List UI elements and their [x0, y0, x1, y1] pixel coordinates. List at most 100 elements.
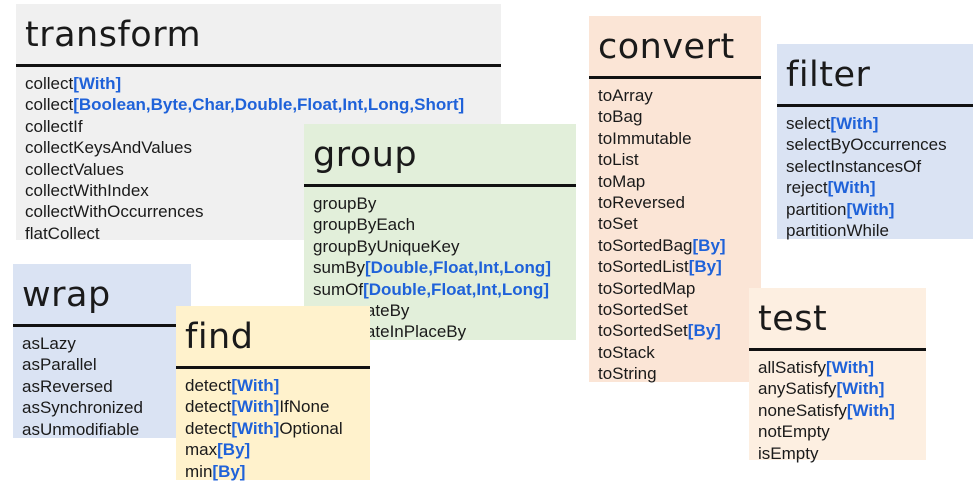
method-name: toSortedSet [598, 321, 688, 341]
method-item: toImmutable [598, 128, 761, 149]
method-name: detect [185, 376, 232, 395]
method-item: toSet [598, 213, 761, 234]
method-name: toSortedSet [598, 300, 688, 320]
method-item: detect[With]IfNone [185, 396, 370, 417]
method-item: collectWithOccurrences [25, 201, 501, 222]
method-item: selectByOccurrences [786, 134, 973, 155]
method-item: asSynchronized [22, 397, 191, 418]
method-item: toSortedSet[By] [598, 320, 761, 341]
method-name: notEmpty [758, 422, 830, 442]
method-name: detect [185, 418, 232, 438]
method-item: partitionWhile [786, 220, 973, 241]
method-name: flatCollect [25, 223, 100, 243]
method-name: toList [598, 150, 639, 170]
method-name: toImmutable [598, 128, 692, 148]
method-variant: [With] [846, 400, 895, 420]
method-name: toStack [598, 342, 655, 362]
method-name: partition [786, 199, 847, 219]
method-name: min [185, 461, 213, 481]
method-name: reject [786, 178, 828, 198]
method-name: toBag [598, 107, 643, 127]
method-item: toSortedBag[By] [598, 235, 761, 256]
method-name: groupBy [313, 194, 377, 213]
group-title: group [304, 124, 576, 187]
test-title: test [749, 288, 926, 351]
method-item: toSortedMap [598, 278, 761, 299]
method-item: toReversed [598, 192, 761, 213]
transform-list: collect [With]collect[Boolean,Byte,Char,D… [16, 67, 501, 244]
method-name: asLazy [22, 334, 76, 353]
method-item: sumOf[Double,Float,Int,Long] [313, 279, 576, 300]
method-item: asUnmodifiable [22, 419, 191, 440]
method-variant: [Double,Float,Int,Long] [363, 279, 550, 299]
method-item: notEmpty [758, 421, 926, 442]
find-title: find [176, 306, 370, 369]
method-item: collectIf [25, 116, 501, 137]
method-variant: [With] [231, 397, 280, 417]
method-name: collect [25, 95, 74, 115]
method-item: toSortedSet [598, 299, 761, 320]
method-variant: [With] [73, 74, 122, 93]
method-item: toStack [598, 342, 761, 363]
method-item: select[With] [786, 113, 973, 134]
method-item: detect[With]Optional [185, 418, 370, 439]
method-variant: [With] [826, 358, 875, 377]
method-item: reject[With] [786, 177, 973, 198]
wrap-title: wrap [13, 264, 191, 327]
method-item: partition[With] [786, 199, 973, 220]
method-name: selectByOccurrences [786, 135, 947, 155]
method-name: toSortedMap [598, 278, 696, 298]
method-name: collectIf [25, 116, 83, 136]
method-variant: [By] [217, 440, 251, 460]
test-card: test allSatisfy[With]anySatisfy[With]non… [749, 288, 926, 463]
method-name: sumOf [313, 279, 364, 299]
method-item: collectValues [25, 159, 501, 180]
method-name: collectKeysAndValues [25, 138, 192, 158]
method-item: groupByUniqueKey [313, 236, 576, 257]
method-name: toSortedBag [598, 235, 693, 255]
transform-card: transform collect [With]collect[Boolean,B… [16, 4, 501, 243]
method-item: collect[Boolean,Byte,Char,Double,Float,I… [25, 94, 501, 115]
method-name: allSatisfy [758, 358, 827, 377]
method-item: max[By] [185, 439, 370, 460]
method-item: flatCollect [25, 223, 501, 244]
method-variant: [Double,Float,Int,Long] [364, 258, 551, 278]
method-name: groupByUniqueKey [313, 236, 460, 256]
method-name: partitionWhile [786, 221, 889, 241]
method-item: collectKeysAndValues [25, 137, 501, 158]
method-name: toReversed [598, 193, 685, 213]
method-item: allSatisfy[With] [758, 357, 926, 378]
method-variant: [Boolean,Byte,Char,Double,Float,Int,Long… [73, 95, 465, 115]
transform-title: transform [16, 4, 501, 67]
method-variant: [By] [212, 461, 246, 481]
method-item: toString [598, 363, 761, 384]
method-name: toMap [598, 171, 646, 191]
method-name: asParallel [22, 355, 97, 375]
method-variant: [With] [231, 418, 280, 438]
method-item: groupBy [313, 193, 576, 214]
method-item: toArray [598, 85, 761, 106]
method-name: collectWithIndex [25, 181, 149, 201]
method-name: detect [185, 397, 232, 417]
method-variant: [By] [692, 235, 726, 255]
method-variant: [With] [827, 178, 876, 198]
method-item: toMap [598, 171, 761, 192]
method-variant: [With] [846, 199, 895, 219]
method-name: collectValues [25, 159, 124, 179]
method-name: Optional [279, 418, 343, 438]
method-variant: [With] [830, 114, 879, 133]
method-item: min[By] [185, 461, 370, 482]
method-name: isEmpty [758, 443, 819, 463]
method-item: toList [598, 149, 761, 170]
method-name: max [185, 440, 218, 460]
method-item: noneSatisfy[With] [758, 400, 926, 421]
method-item: toBag [598, 106, 761, 127]
